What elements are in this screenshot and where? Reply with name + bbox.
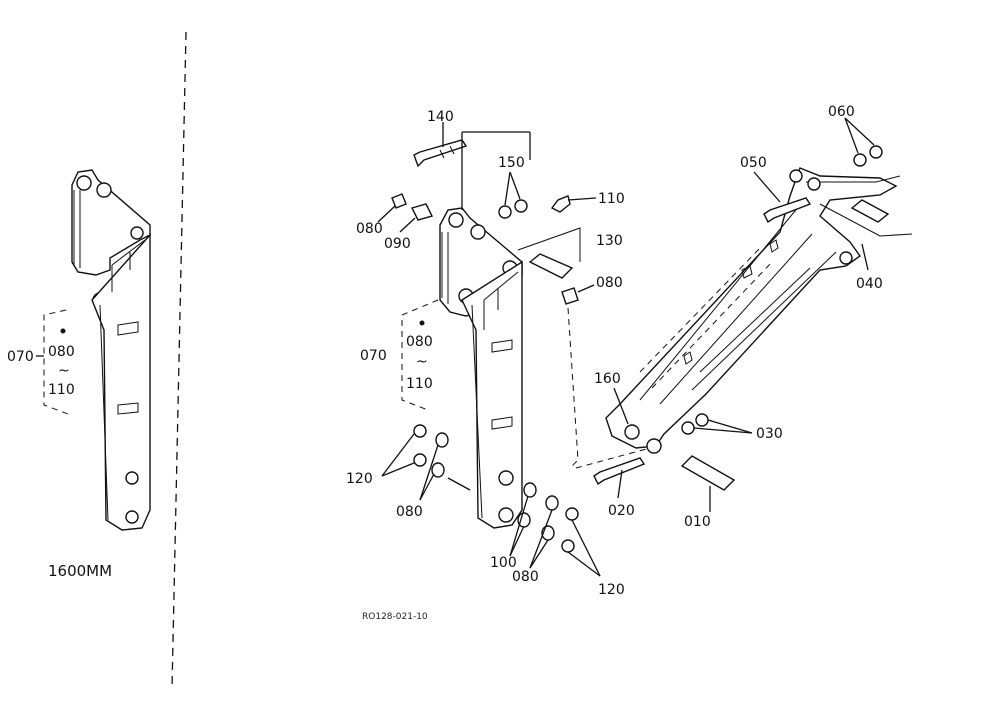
callout-030: 030 <box>756 426 783 442</box>
arm-length-label: 1600MM <box>48 562 112 580</box>
arm-1600mm-drawing <box>36 169 151 531</box>
callout-040: 040 <box>856 276 883 292</box>
callout-130: 130 <box>596 233 623 249</box>
callout-100: 100 <box>490 555 517 571</box>
separator-line <box>171 31 187 689</box>
callout-tilde-left: ~ <box>58 363 70 379</box>
callout-070-mid: 070 <box>360 348 387 364</box>
callout-090: 090 <box>384 236 411 252</box>
callout-tilde-mid: ~ <box>416 354 428 370</box>
callout-010: 010 <box>684 514 711 530</box>
callout-080-mid: 080 <box>406 334 433 350</box>
callout-080-left: 080 <box>48 344 75 360</box>
callout-120-right: 120 <box>598 582 625 598</box>
boom-drawing <box>575 117 913 512</box>
callout-150: 150 <box>498 155 525 171</box>
callout-160: 160 <box>594 371 621 387</box>
callout-060: 060 <box>828 104 855 120</box>
callout-080-d: 080 <box>512 569 539 585</box>
callout-080-b: 080 <box>596 275 623 291</box>
callout-110-left: 110 <box>48 382 75 398</box>
arm-main-drawing <box>377 122 601 577</box>
callout-050: 050 <box>740 155 767 171</box>
callout-080-c: 080 <box>396 504 423 520</box>
callout-110-top: 110 <box>598 191 625 207</box>
callout-120-left: 120 <box>346 471 373 487</box>
callout-140: 140 <box>427 109 454 125</box>
callout-080-a: 080 <box>356 221 383 237</box>
drawing-code: RO128-021-10 <box>362 612 428 622</box>
callout-020: 020 <box>608 503 635 519</box>
callout-110-mid: 110 <box>406 376 433 392</box>
callout-070-left: 070 <box>7 349 34 365</box>
